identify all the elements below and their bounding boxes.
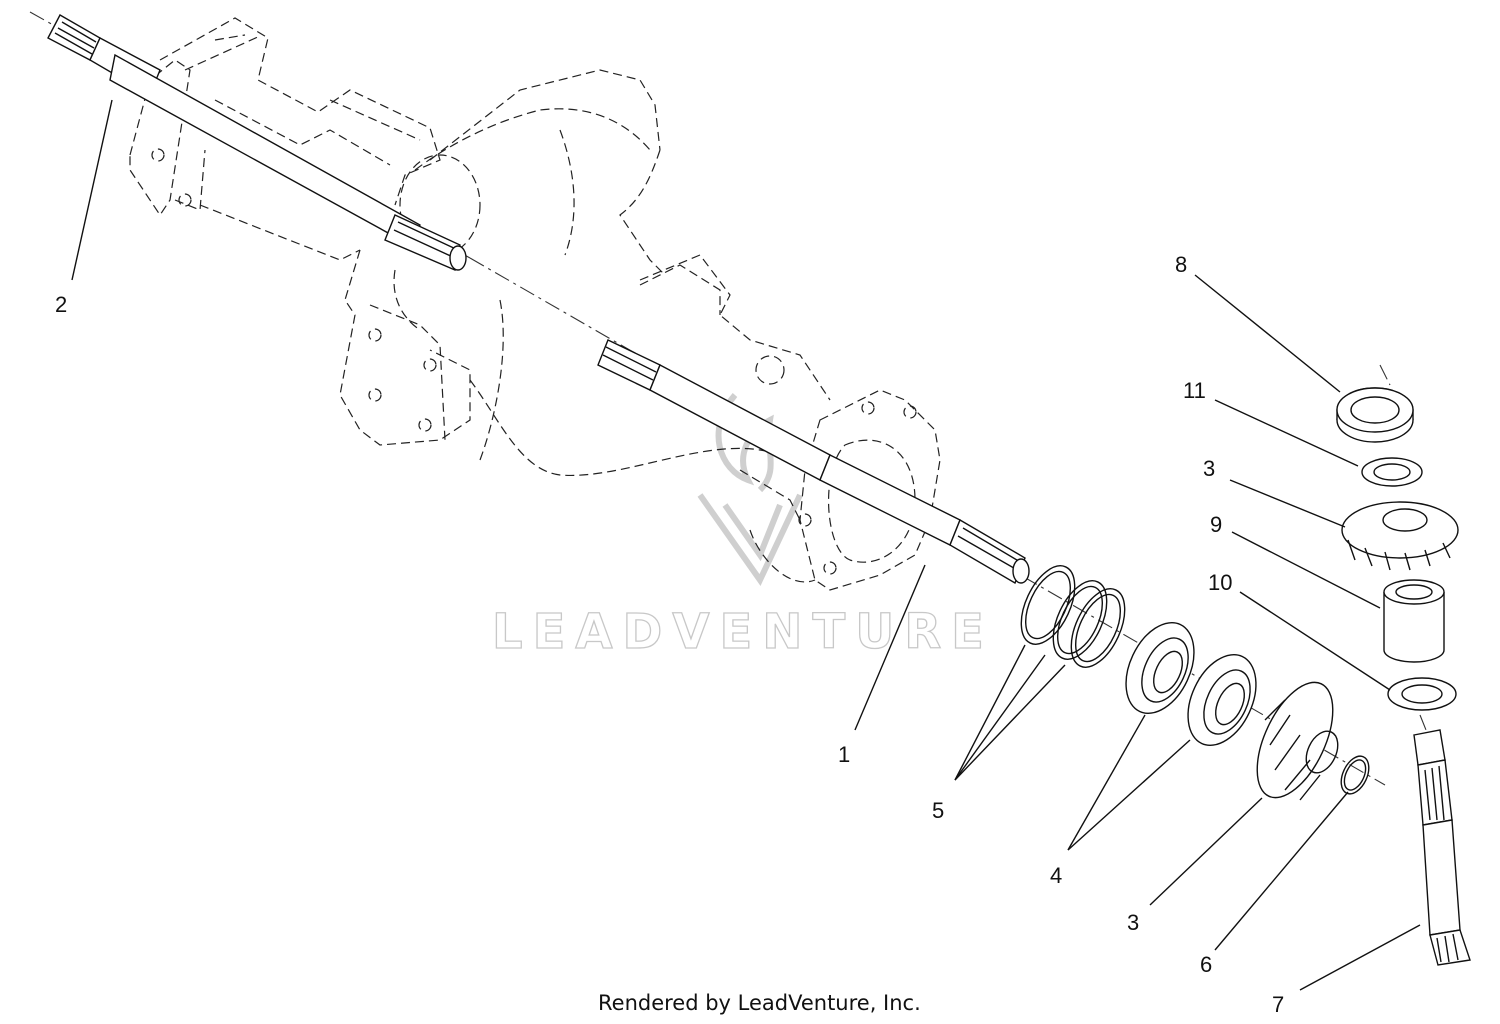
callout-3-upper: 3	[1203, 456, 1215, 481]
right-axle-shaft	[597, 339, 1030, 585]
retaining-rings	[1020, 565, 1126, 668]
leader-1	[854, 564, 926, 731]
leadventure-watermark: LEADVENTURE	[491, 393, 994, 661]
bevel-gear-upper	[1341, 501, 1459, 571]
bevel-gear-lower	[1256, 681, 1339, 801]
leader-4a	[1067, 714, 1146, 851]
callout-3-lower: 3	[1127, 910, 1139, 935]
left-axle-shaft	[47, 14, 467, 271]
leader-11	[1214, 399, 1359, 467]
ball-bearings	[1125, 621, 1257, 747]
upper-bearing	[1336, 387, 1414, 443]
callout-10: 10	[1208, 570, 1232, 595]
watermark-text: LEADVENTURE	[492, 604, 994, 660]
leader-6	[1214, 791, 1349, 951]
leader-9	[1231, 531, 1381, 609]
footer-credit: Rendered by LeadVenture, Inc.	[598, 991, 921, 1015]
thrust-washer-lower	[1387, 677, 1457, 711]
leader-lines	[71, 99, 1421, 991]
thrust-washer-upper	[1361, 457, 1423, 487]
callout-7: 7	[1272, 992, 1284, 1017]
leader-5b	[954, 654, 1046, 781]
callout-9: 9	[1210, 512, 1222, 537]
callout-6: 6	[1200, 952, 1212, 977]
callout-1: 1	[838, 742, 850, 767]
leader-2	[71, 99, 113, 281]
leader-4b	[1067, 739, 1191, 851]
leader-5c	[954, 664, 1066, 781]
callout-11: 11	[1183, 378, 1206, 403]
callout-8: 8	[1175, 252, 1187, 277]
pinion-shaft	[1413, 729, 1471, 966]
leader-7	[1299, 924, 1421, 991]
callout-labels: 2 1 5 4 3 6 7 8 11 3 9 10	[55, 252, 1284, 1017]
leader-3-upper	[1229, 479, 1346, 528]
callout-4: 4	[1050, 863, 1062, 888]
leader-8	[1194, 274, 1341, 393]
transaxle-housing-outline	[129, 17, 941, 591]
callout-2: 2	[55, 292, 67, 317]
spacer-sleeve	[1383, 579, 1445, 663]
callout-5: 5	[932, 798, 944, 823]
leader-5a	[954, 644, 1026, 781]
leader-10	[1239, 591, 1391, 691]
leader-3-lower	[1149, 797, 1263, 906]
